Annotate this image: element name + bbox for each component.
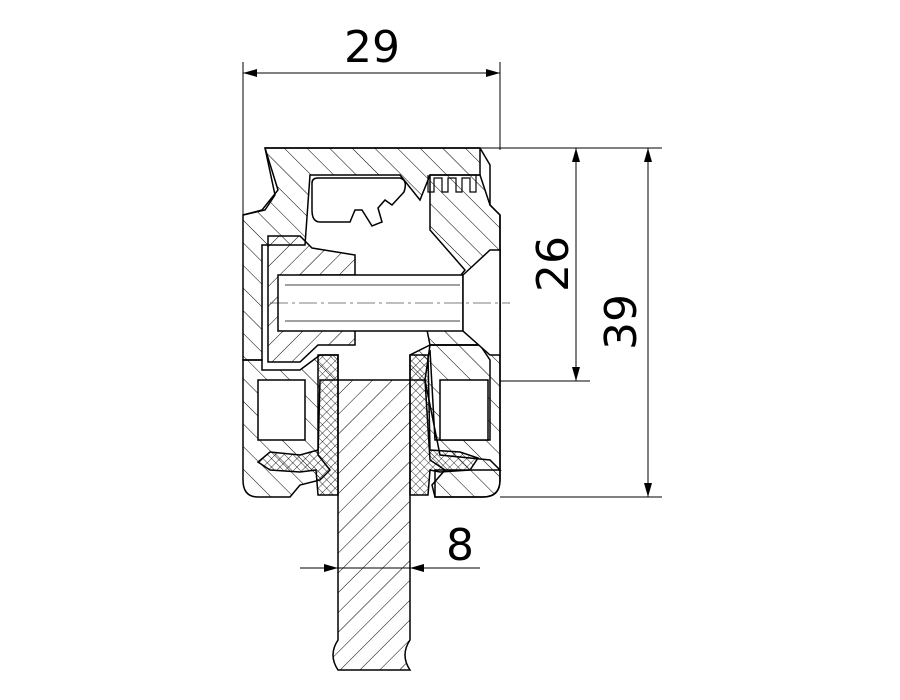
cavity-top — [311, 177, 407, 227]
countersunk-bolt — [270, 249, 510, 356]
gripping-teeth — [427, 175, 477, 193]
glazing-gaskets — [256, 354, 480, 496]
cavity-right — [439, 379, 489, 441]
glass-pane — [332, 379, 412, 671]
dimension-width: 29 — [242, 22, 501, 215]
dimension-total-height: 39 — [500, 147, 662, 498]
dimension-label-26: 26 — [528, 236, 579, 292]
dimension-label-8: 8 — [446, 520, 474, 571]
cavity-left — [257, 379, 306, 441]
dimension-label-39: 39 — [596, 294, 647, 350]
dimension-glass-thickness: 8 — [300, 520, 480, 572]
dimension-label-29: 29 — [344, 22, 400, 73]
dimension-inner-height: 26 — [480, 147, 590, 382]
